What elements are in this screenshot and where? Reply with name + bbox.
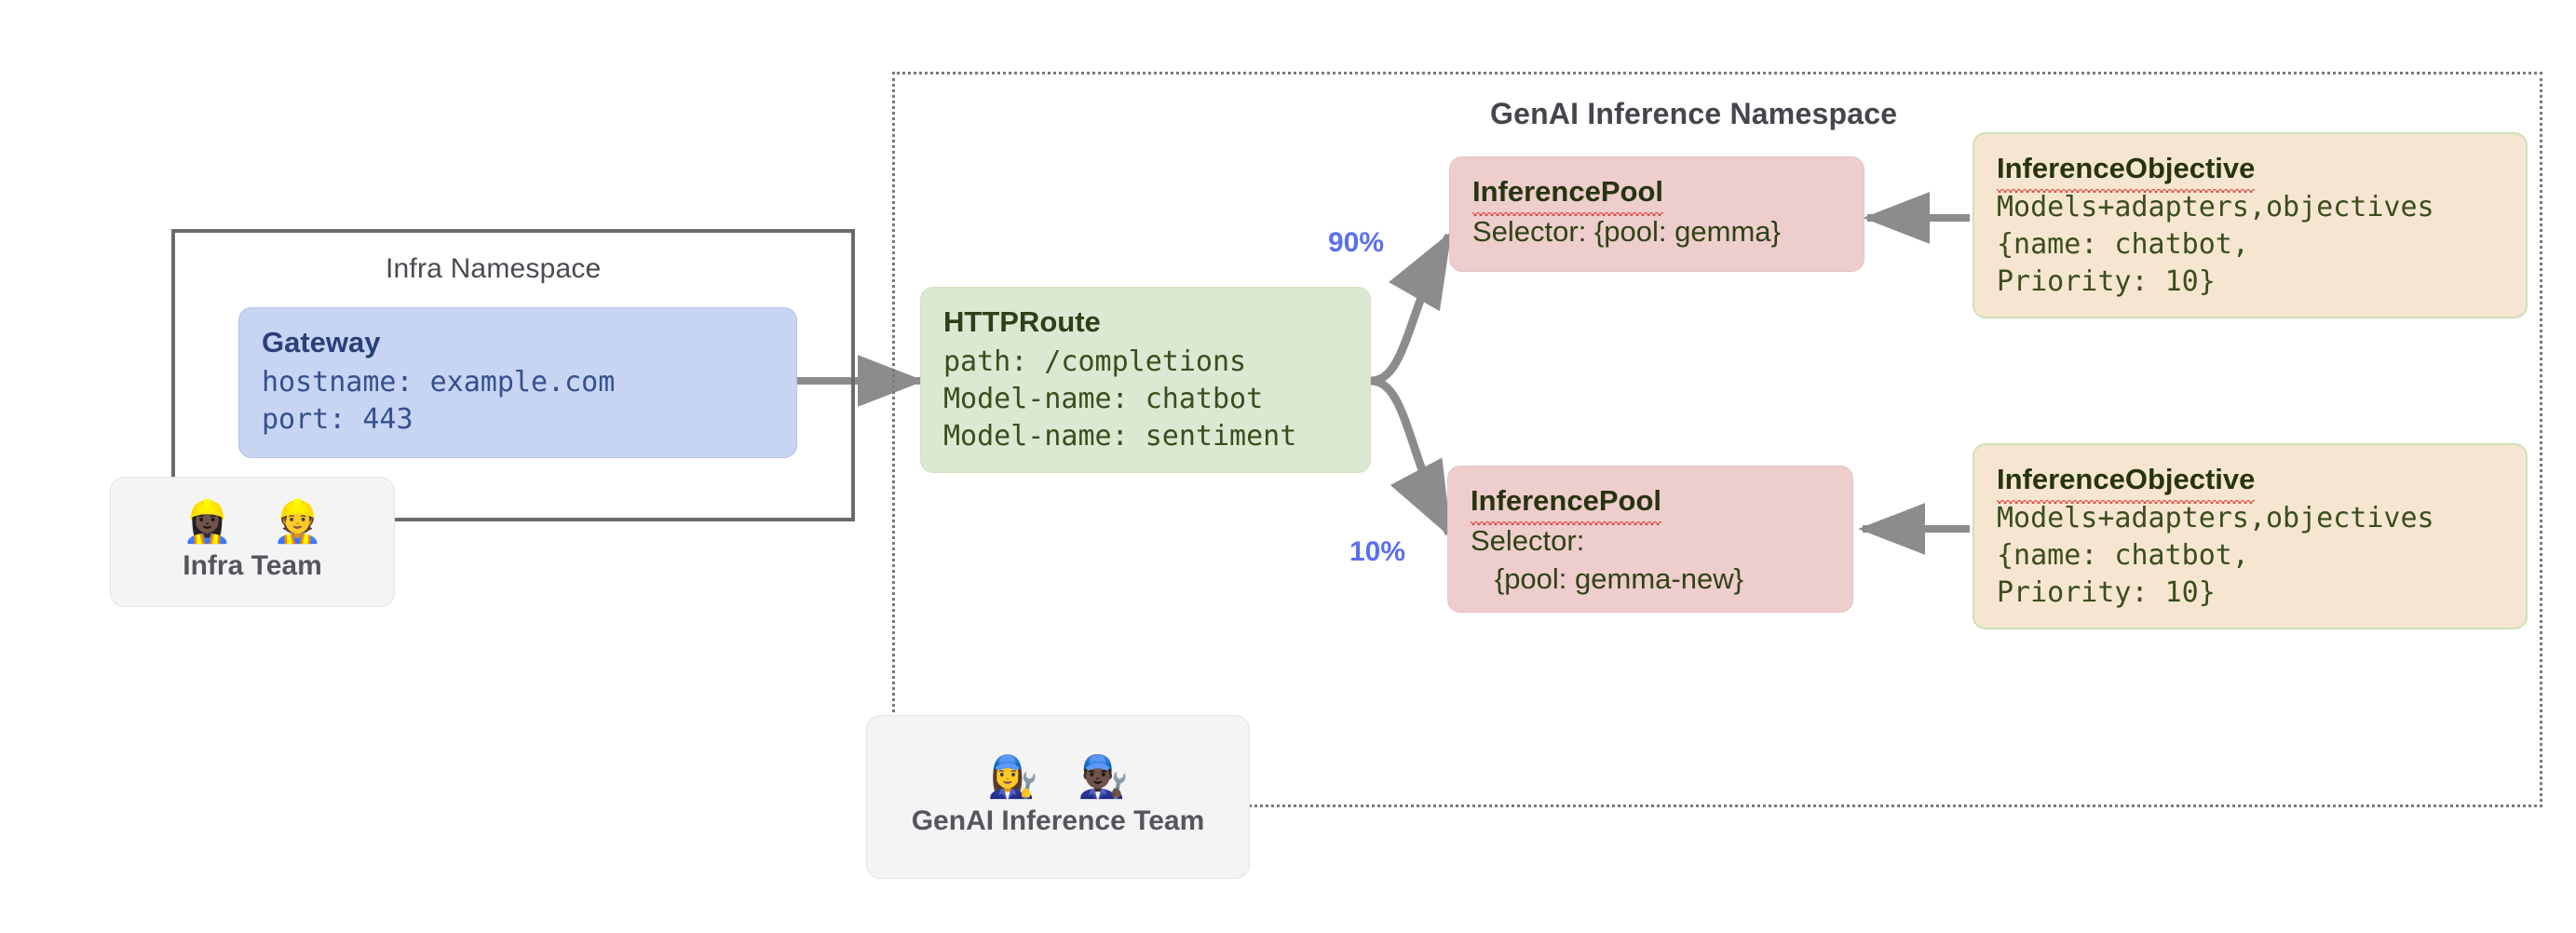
infra-team-avatars: 👷🏿‍♀️ 👷 [182, 498, 336, 546]
inferencepool-title-gemma: InferencePool [1472, 172, 1843, 216]
httproute-model-name-1: Model-name: chatbot [943, 382, 1264, 415]
gateway-title: Gateway [262, 326, 381, 358]
inferenceobjective-name-top: {name: chatbot, [1997, 227, 2249, 261]
gateway-box[interactable]: Gateway hostname: example.com port: 443 [238, 307, 797, 458]
inferencepool-title-text-gemma: InferencePool [1472, 172, 1663, 216]
inferenceobjective-title-top: InferenceObjective [1997, 149, 2505, 193]
infra-namespace-title: Infra Namespace [386, 253, 602, 284]
inferenceobjective-box-bottom[interactable]: InferenceObjective Models+adapters,objec… [1973, 443, 2528, 629]
split-label-10: 10% [1349, 536, 1406, 567]
inferencepool-selector-gemma-new: Selector: [1471, 523, 1585, 557]
genai-team-label: GenAI Inference Team [911, 805, 1205, 836]
infra-namespace-boundary [171, 229, 855, 521]
inferencepool-box-gemma-new[interactable]: InferencePool Selector: {pool: gemma-new… [1447, 466, 1853, 613]
gateway-port: port: 443 [262, 402, 414, 436]
inferenceobjective-title-text-bottom: InferenceObjective [1997, 460, 2256, 504]
httproute-title: HTTPRoute [943, 305, 1101, 338]
genai-team-card[interactable]: 👩‍🔧 👨🏿‍🔧 GenAI Inference Team [866, 715, 1250, 879]
inferencepool-title-text-gemma-new: InferencePool [1471, 481, 1661, 525]
infra-team-card[interactable]: 👷🏿‍♀️ 👷 Infra Team [110, 477, 395, 607]
inferenceobjective-priority-bottom: Priority: 10} [1997, 575, 2216, 609]
httproute-box[interactable]: HTTPRoute path: /completions Model-name:… [920, 287, 1371, 473]
inferencepool-title-gemma-new: InferencePool [1471, 481, 1832, 525]
inferenceobjective-name-bottom: {name: chatbot, [1997, 538, 2249, 572]
genai-namespace-boundary [892, 72, 2542, 807]
inferenceobjective-title-bottom: InferenceObjective [1997, 460, 2505, 504]
split-label-90: 90% [1328, 227, 1385, 258]
inferencepool-box-gemma[interactable]: InferencePool Selector: {pool: gemma} [1449, 156, 1864, 272]
gateway-hostname: hostname: example.com [262, 365, 616, 399]
httproute-model-name-2: Model-name: sentiment [943, 419, 1297, 453]
inferenceobjective-box-top[interactable]: InferenceObjective Models+adapters,objec… [1973, 132, 2528, 318]
inferenceobjective-title-text-top: InferenceObjective [1997, 149, 2256, 193]
infra-team-label: Infra Team [183, 550, 322, 581]
genai-team-avatars: 👩‍🔧 👨🏿‍🔧 [987, 753, 1142, 801]
inferenceobjective-priority-top: Priority: 10} [1997, 264, 2216, 298]
genai-namespace-title: GenAI Inference Namespace [1490, 97, 1898, 130]
inferencepool-selector-gemma: Selector: {pool: gemma} [1472, 214, 1781, 248]
inferenceobjective-models-bottom: Models+adapters,objectives [1997, 501, 2434, 534]
httproute-path: path: /completions [943, 345, 1247, 378]
inferencepool-selector-gemma-new-value: {pool: gemma-new} [1471, 562, 1743, 596]
inferenceobjective-models-top: Models+adapters,objectives [1997, 190, 2434, 223]
